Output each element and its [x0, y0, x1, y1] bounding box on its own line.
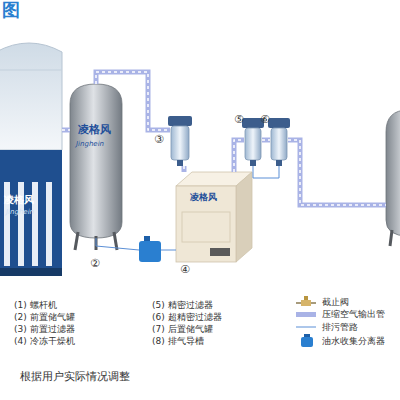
air-tank	[386, 110, 400, 236]
air-pipe	[62, 130, 70, 131]
part-list-item: (8) 排气导槽	[152, 336, 204, 346]
vent-stripe	[46, 182, 52, 266]
part-list-item: (5) 精密过滤器	[152, 300, 213, 310]
legend-text: 压缩空气输出管	[322, 309, 385, 319]
pipe-outer	[288, 140, 386, 205]
pipe-inner	[96, 72, 170, 130]
drain-line	[96, 238, 139, 250]
diagram-title: 图	[2, 0, 20, 21]
panel-line	[0, 70, 62, 71]
filter-symbol	[268, 118, 290, 166]
refrigerated-dryer: 凌格风④	[176, 172, 252, 262]
diagram-caption: 根据用户实际情况调整	[20, 371, 130, 384]
brand-text: 凌格风	[4, 194, 34, 206]
filter-bowl	[245, 128, 261, 160]
air-pipe	[288, 140, 386, 205]
brand-text: Jinghein	[6, 208, 34, 216]
air-pipe	[234, 140, 244, 172]
filter: ③	[170, 116, 190, 166]
separator-symbol	[301, 337, 313, 347]
compressor-cabinet	[0, 43, 62, 150]
legend-swatch	[296, 312, 316, 317]
oil-water-separator	[139, 241, 161, 262]
air-tank	[70, 84, 122, 238]
bucket-cap	[144, 236, 150, 241]
part-list-item: (2) 前置储气罐	[14, 312, 75, 322]
callout-number: ②	[90, 258, 100, 271]
dryer-front	[176, 186, 236, 262]
part-list-item: (7) 后置储气罐	[152, 324, 213, 334]
part-list-item: (6) 超精密过滤器	[152, 312, 222, 322]
dryer-plate	[210, 248, 230, 256]
pipe-inner	[62, 129, 70, 131]
filter-head	[268, 118, 290, 128]
filter: ⑥	[270, 118, 288, 166]
tank-leg	[75, 232, 78, 250]
tank-leg	[390, 230, 392, 246]
legend-text: 截止阀	[322, 297, 349, 307]
filter-drain	[177, 160, 183, 166]
filter-bowl	[271, 128, 287, 160]
bucket-cap	[304, 334, 310, 337]
filter: ⑤	[244, 118, 262, 166]
drain-line	[253, 166, 279, 178]
screw-compressor: 凌格风 Jinghein	[0, 40, 62, 276]
air-tank: 凌格风Jinghein②	[70, 84, 122, 250]
valve-handle	[304, 296, 308, 300]
air-pipe	[262, 140, 270, 141]
filter-drain	[276, 160, 282, 166]
legend-text: 油水收集分离器	[322, 336, 385, 346]
brand-text: 凌格风	[190, 192, 217, 202]
drain-line-sample	[296, 327, 316, 328]
pipe-outer	[262, 138, 270, 143]
dryer-side	[236, 172, 252, 262]
compressor-body	[0, 150, 62, 276]
filter-head	[168, 116, 192, 126]
air-pipe	[96, 72, 170, 130]
part-list-item: (1) 螺杆机	[14, 300, 57, 310]
filter-bowl	[171, 126, 189, 160]
brand-text: 凌格风	[78, 124, 111, 137]
brand-text: Jinghein	[76, 140, 104, 148]
callout-number: ⑤	[234, 114, 244, 127]
pipe-inner	[234, 140, 244, 172]
pipe-inner	[262, 139, 270, 141]
dryer-grille	[182, 212, 230, 242]
filter-drain	[250, 160, 256, 166]
callout-number: ③	[154, 134, 164, 147]
pipe-outer	[62, 128, 70, 133]
compressor-base	[0, 268, 62, 276]
legend-text: 排污管路	[322, 322, 358, 332]
valve-symbol	[301, 300, 311, 306]
pipe-inner	[288, 140, 386, 205]
air-pipe	[184, 166, 185, 172]
pipe-inner	[183, 166, 185, 172]
filter-symbol	[168, 116, 192, 166]
pipe-outer	[96, 72, 170, 130]
pipe-outer	[182, 166, 187, 172]
callout-number: ⑥	[260, 114, 270, 127]
callout-number: ④	[180, 264, 190, 277]
part-list-item: (4) 冷冻干燥机	[14, 336, 75, 346]
pipe-outer	[234, 140, 244, 172]
part-list-item: (3) 前置过滤器	[14, 324, 75, 334]
drain-line	[161, 250, 176, 251]
